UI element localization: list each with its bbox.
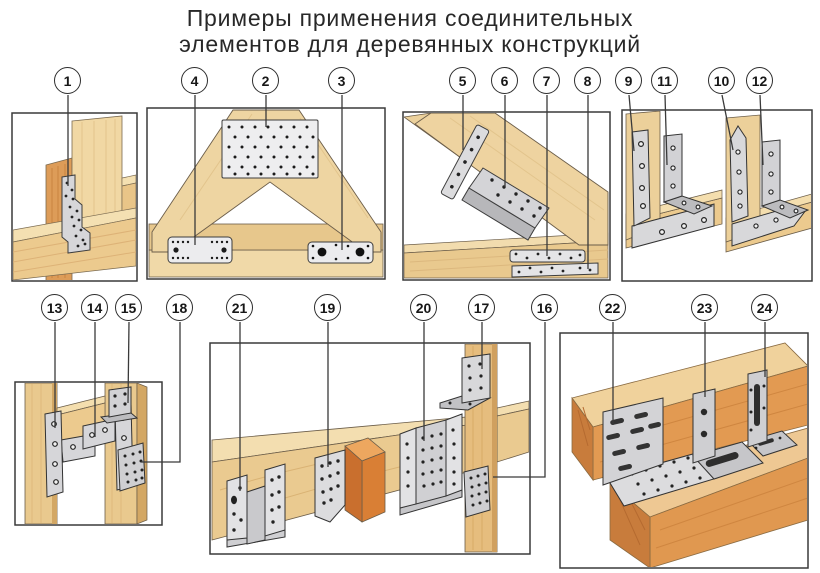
callout-1: 1 — [54, 67, 81, 94]
callout-5: 5 — [449, 67, 476, 94]
callout-20: 20 — [410, 294, 437, 321]
callout-3: 3 — [328, 67, 355, 94]
callout-23: 23 — [691, 294, 718, 321]
panel-2-illustration — [148, 109, 384, 278]
page-title-line1: Примеры применения соединительных — [186, 5, 634, 31]
callout-19: 19 — [314, 294, 341, 321]
panel-5-border — [14, 381, 163, 526]
angle-bracket-15 — [99, 386, 139, 424]
nail-plate-16 — [463, 465, 491, 518]
callout-14: 14 — [81, 294, 108, 321]
angle-bracket-11 — [662, 133, 714, 215]
slotted-angle-bracket-23 — [692, 388, 764, 480]
panel-1-illustration — [13, 115, 136, 280]
callout-18: 18 — [166, 294, 193, 321]
callout-21: 21 — [226, 294, 253, 321]
callout-9: 9 — [615, 67, 642, 94]
callout-12: 12 — [746, 67, 773, 94]
callout-24: 24 — [751, 294, 778, 321]
panel-4-illustration — [625, 111, 811, 253]
panel-7-border — [559, 332, 809, 569]
callout-15: 15 — [115, 294, 142, 321]
panel-4-border — [621, 109, 813, 282]
nail-plate-2 — [221, 119, 319, 179]
joist-hanger-21 — [226, 463, 286, 548]
callout-10: 10 — [708, 67, 735, 94]
callout-13: 13 — [41, 294, 68, 321]
base-plate-4 — [167, 236, 233, 264]
nail-plate-18 — [117, 442, 146, 492]
flat-corner-brace-9 — [631, 129, 715, 249]
panel-6-illustration — [211, 344, 529, 553]
slotted-angle-bracket-22 — [602, 397, 718, 507]
callout-17: 17 — [468, 294, 495, 321]
strap-connector-8 — [511, 262, 599, 278]
callout-4: 4 — [181, 67, 208, 94]
callout-16: 16 — [531, 294, 558, 321]
angle-bracket-17 — [439, 353, 492, 411]
joist-hanger-19 — [314, 449, 346, 523]
panel-1-border — [11, 112, 138, 282]
strap-connector-1 — [61, 174, 91, 254]
callout-6: 6 — [491, 67, 518, 94]
angled-gusset-6 — [468, 167, 550, 229]
panel-7-illustration — [571, 342, 807, 567]
slotted-angle-bracket-24 — [747, 369, 798, 457]
nail-plate-2-holes — [227, 125, 315, 176]
strap-connector-5 — [440, 124, 490, 200]
callout-7: 7 — [533, 67, 560, 94]
panel-5-illustration — [24, 383, 148, 524]
panel-6-border — [209, 342, 531, 555]
angle-bracket-12 — [760, 139, 810, 219]
base-plate-3 — [307, 241, 374, 264]
callout-2: 2 — [252, 67, 279, 94]
page-title: Примеры применения соединительных элемен… — [0, 5, 820, 57]
leader-lines — [54, 94, 766, 491]
panel-3-illustration — [404, 113, 609, 279]
page-title-line2: элементов для деревянных конструкций — [179, 31, 641, 57]
panel-3-border — [402, 111, 611, 281]
callout-11: 11 — [651, 67, 678, 94]
callout-8: 8 — [574, 67, 601, 94]
callout-22: 22 — [599, 294, 626, 321]
